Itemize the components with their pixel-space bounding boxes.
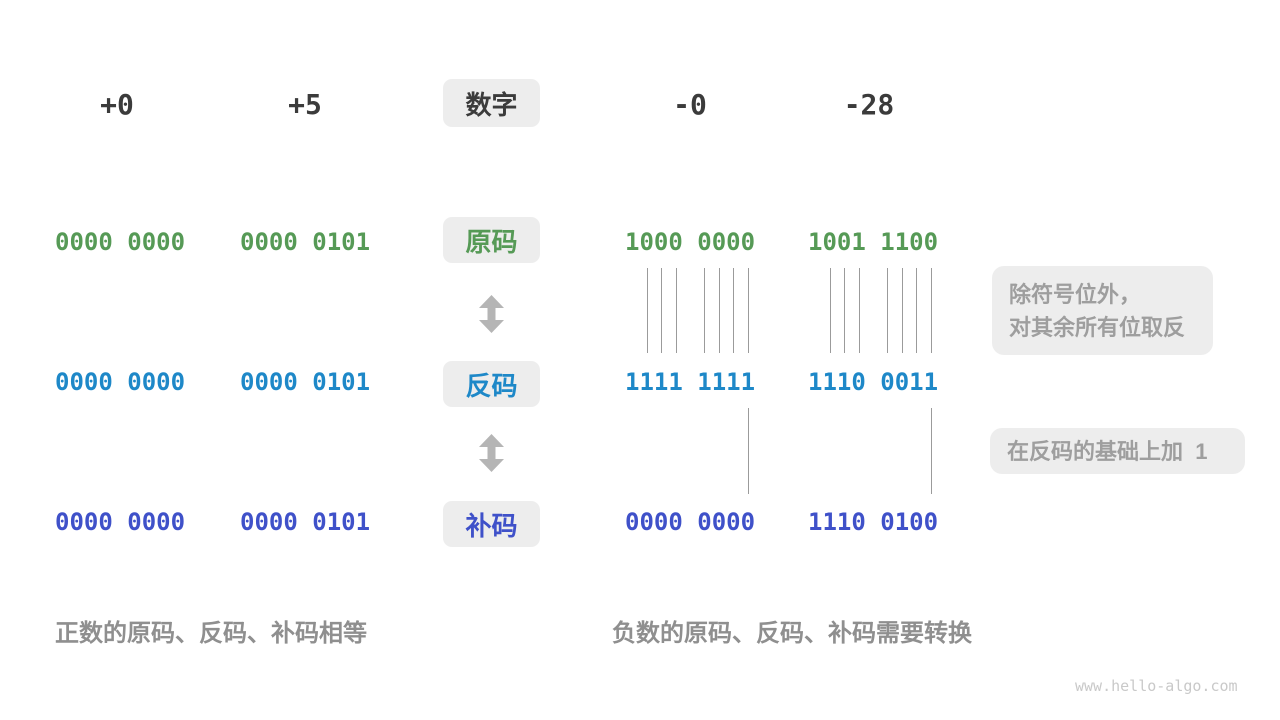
sign-magnitude-value-neg-twentyeight: 1001 1100 bbox=[808, 228, 939, 256]
bit-flip-line bbox=[887, 268, 888, 353]
bit-flip-line bbox=[676, 268, 677, 353]
ones-complement-label-box: 反码 bbox=[443, 361, 540, 407]
ones-complement-value-neg-zero: 1111 1111 bbox=[625, 368, 756, 396]
bit-flip-line bbox=[748, 268, 749, 353]
carry-line bbox=[931, 408, 932, 494]
twos-complement-value-neg-twentyeight: 1110 0100 bbox=[808, 508, 939, 536]
sign-magnitude-value-neg-zero: 1000 0000 bbox=[625, 228, 756, 256]
sign-magnitude-value-pos-five: 0000 0101 bbox=[240, 228, 371, 256]
bit-flip-line bbox=[647, 268, 648, 353]
up-down-arrow-icon bbox=[479, 295, 504, 333]
sign-magnitude-label-box: 原码 bbox=[443, 217, 540, 263]
flip-bits-note-line2: 对其余所有位取反 bbox=[1009, 314, 1186, 340]
twos-complement-value-pos-zero: 0000 0000 bbox=[55, 508, 186, 536]
bit-flip-line bbox=[830, 268, 831, 353]
bit-flip-line bbox=[931, 268, 932, 353]
header-number-neg-twentyeight: -28 bbox=[843, 88, 895, 121]
twos-complement-label-box: 补码 bbox=[443, 501, 540, 547]
header-number-pos-zero: +0 bbox=[100, 88, 134, 121]
positive-numbers-caption: 正数的原码、反码、补码相等 bbox=[55, 620, 367, 647]
ones-complement-value-pos-five: 0000 0101 bbox=[240, 368, 371, 396]
ones-complement-value-neg-twentyeight: 1110 0011 bbox=[808, 368, 939, 396]
watermark-url: www.hello-algo.com bbox=[1075, 677, 1238, 695]
header-number-neg-zero: -0 bbox=[673, 88, 707, 121]
flip-bits-note-line1: 除符号位外， bbox=[1009, 281, 1142, 307]
add-one-note-text: 在反码的基础上加 1 bbox=[1007, 438, 1208, 464]
bit-flip-line bbox=[859, 268, 860, 353]
twos-complement-value-neg-zero: 0000 0000 bbox=[625, 508, 756, 536]
bit-flip-line bbox=[719, 268, 720, 353]
bit-flip-line bbox=[661, 268, 662, 353]
sign-magnitude-value-pos-zero: 0000 0000 bbox=[55, 228, 186, 256]
negative-numbers-caption: 负数的原码、反码、补码需要转换 bbox=[612, 620, 972, 647]
bit-flip-line bbox=[733, 268, 734, 353]
add-one-note: 在反码的基础上加 1 bbox=[990, 428, 1245, 474]
twos-complement-value-pos-five: 0000 0101 bbox=[240, 508, 371, 536]
bit-flip-line bbox=[704, 268, 705, 353]
flip-bits-note: 除符号位外， 对其余所有位取反 bbox=[992, 266, 1213, 355]
header-number-pos-five: +5 bbox=[288, 88, 322, 121]
up-down-arrow-icon bbox=[479, 434, 504, 472]
bit-flip-line bbox=[902, 268, 903, 353]
carry-line bbox=[748, 408, 749, 494]
ones-complement-value-pos-zero: 0000 0000 bbox=[55, 368, 186, 396]
bit-flip-line bbox=[844, 268, 845, 353]
bit-flip-line bbox=[916, 268, 917, 353]
number-label-box: 数字 bbox=[443, 79, 540, 127]
